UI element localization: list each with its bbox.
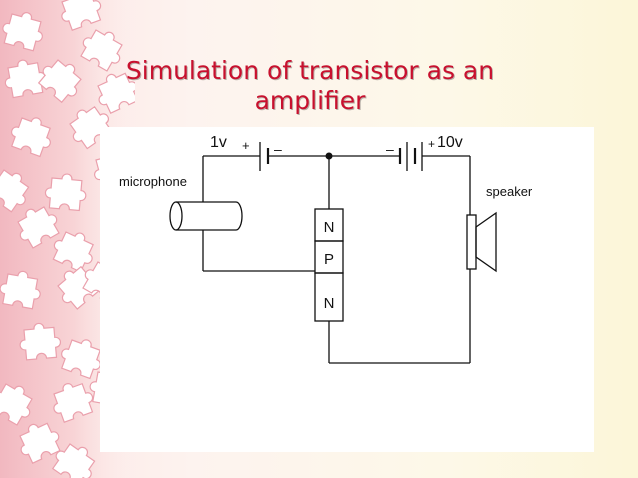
battery2-voltage-label: 10v bbox=[437, 134, 463, 151]
transistor-emitter-label: N bbox=[324, 295, 335, 312]
battery1-voltage-label: 1v bbox=[210, 134, 227, 151]
speaker-label: speaker bbox=[486, 184, 533, 199]
battery1-minus-label: – bbox=[274, 141, 282, 157]
speaker-magnet bbox=[466, 214, 477, 270]
circuit-svg: 1v + – – + 10v microphone speaker N P N bbox=[119, 134, 533, 364]
slide-title: Simulation of transistor as an amplifier bbox=[110, 56, 510, 116]
microphone-label: microphone bbox=[119, 174, 187, 189]
circuit-diagram: 1v + – – + 10v microphone speaker N P N bbox=[100, 127, 594, 452]
battery1-plus-label: + bbox=[242, 138, 250, 153]
title-line-2: amplifier bbox=[254, 86, 366, 115]
microphone-body bbox=[176, 201, 243, 231]
microphone-end bbox=[169, 201, 183, 231]
battery2-minus-label: – bbox=[386, 141, 394, 157]
title-line-1: Simulation of transistor as an bbox=[125, 56, 495, 85]
junction-dot bbox=[325, 152, 333, 160]
transistor-collector-label: N bbox=[324, 219, 335, 236]
battery2-plus-label: + bbox=[428, 137, 435, 151]
transistor-base-label: P bbox=[324, 251, 334, 268]
speaker-cone bbox=[475, 211, 497, 273]
